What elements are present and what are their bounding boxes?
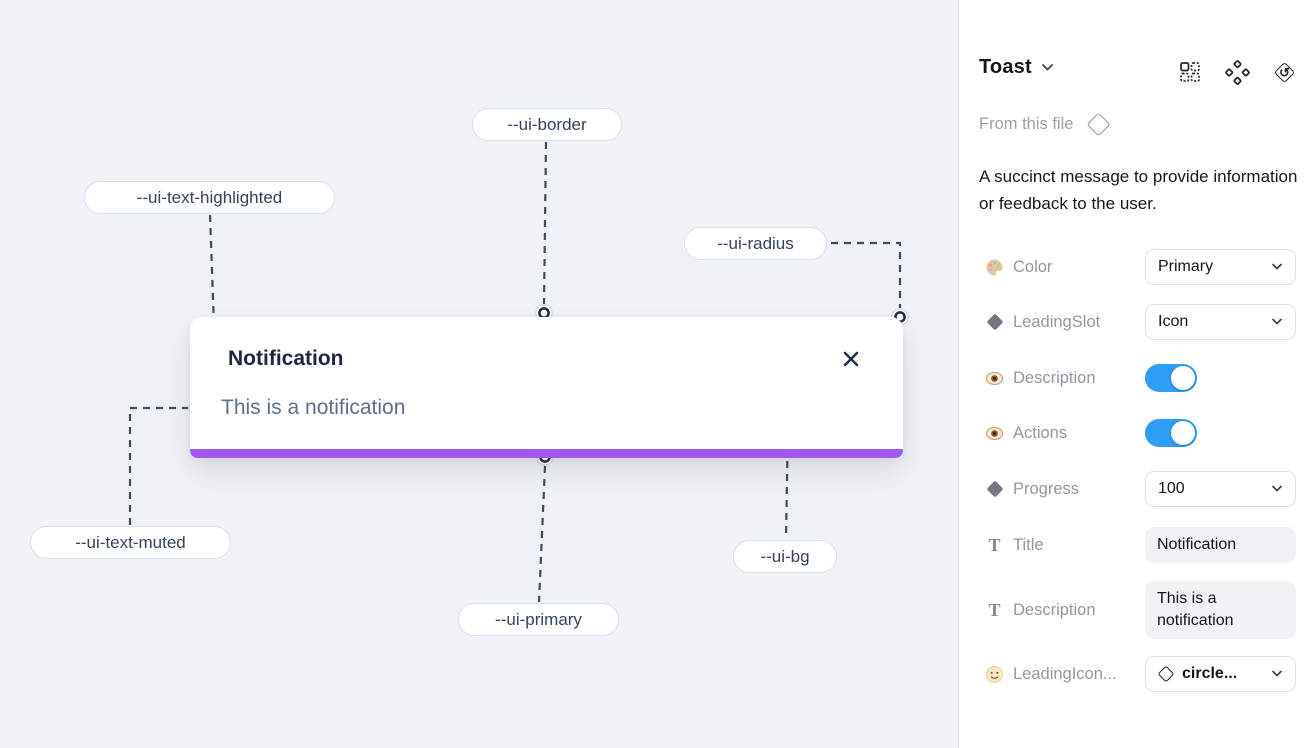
- eye-icon: [985, 369, 1004, 388]
- prop-label-title: Title: [1013, 535, 1044, 554]
- toggle-knob: [1171, 421, 1195, 445]
- annotation-ui-text-highlighted[interactable]: --ui-text-highlighted: [84, 181, 335, 214]
- diamond-filled-icon: [985, 480, 1004, 499]
- progress-select-value: 100: [1158, 480, 1185, 497]
- annotation-ui-radius[interactable]: --ui-radius: [684, 227, 827, 260]
- prop-row-title: T Title Notification: [985, 527, 1296, 563]
- chevron-down-icon: [1272, 485, 1282, 492]
- title-input[interactable]: Notification: [1145, 527, 1296, 563]
- color-select[interactable]: Primary: [1145, 249, 1296, 285]
- design-canvas[interactable]: Notification This is a notification --ui…: [0, 0, 958, 748]
- prop-row-description-text: T Description This is a notification: [985, 581, 1296, 639]
- chevron-down-icon: [1272, 318, 1282, 325]
- leadingslot-select[interactable]: Icon: [1145, 304, 1296, 340]
- progress-select[interactable]: 100: [1145, 471, 1296, 507]
- chevron-down-icon: [1272, 263, 1282, 270]
- prop-row-actions-toggle: Actions: [985, 415, 1296, 451]
- eye-icon: [985, 424, 1004, 443]
- properties-panel: Toast ↺ From this file: [958, 0, 1312, 748]
- diamond-outline-icon: [1086, 112, 1111, 137]
- annotation-ui-bg[interactable]: --ui-bg: [733, 540, 837, 573]
- diamond-outline-icon: [1157, 665, 1175, 683]
- annotation-ui-primary[interactable]: --ui-primary: [458, 603, 619, 636]
- close-icon: [843, 351, 859, 367]
- component-header[interactable]: Toast: [979, 56, 1054, 79]
- prop-row-leadingslot: LeadingSlot Icon: [985, 304, 1296, 340]
- leadingslot-select-value: Icon: [1158, 313, 1189, 330]
- prop-label-progress: Progress: [1013, 479, 1080, 498]
- prop-label-description-text: Description: [1013, 600, 1096, 619]
- toast-component[interactable]: Notification This is a notification: [190, 317, 903, 458]
- description-input[interactable]: This is a notification: [1145, 581, 1296, 639]
- go-to-main-component-icon[interactable]: ↺: [1271, 59, 1297, 85]
- close-button[interactable]: [839, 347, 863, 371]
- text-type-icon: T: [988, 535, 1001, 555]
- leadingicon-select[interactable]: circle...: [1145, 656, 1296, 692]
- prop-label-actions: Actions: [1013, 423, 1068, 442]
- leadingicon-select-value: circle...: [1182, 665, 1238, 682]
- source-row: From this file: [979, 112, 1111, 137]
- prop-label-leadingslot: LeadingSlot: [1013, 312, 1101, 331]
- source-label: From this file: [979, 115, 1074, 133]
- chevron-down-icon: [1041, 64, 1053, 71]
- prop-row-color: Color Primary: [985, 249, 1296, 285]
- prop-label-color: Color: [1013, 257, 1053, 276]
- annotation-ui-border[interactable]: --ui-border: [472, 108, 622, 141]
- instance-grid-icon[interactable]: [1177, 59, 1203, 85]
- toast-progress-bar: [190, 449, 903, 458]
- component-description: A succinct message to provide informatio…: [979, 167, 1298, 213]
- chevron-down-icon: [1272, 670, 1282, 677]
- color-select-value: Primary: [1158, 258, 1214, 275]
- prop-label-description: Description: [1013, 368, 1096, 387]
- smiley-icon: [985, 665, 1004, 684]
- component-icon[interactable]: [1224, 59, 1250, 85]
- prop-row-description-toggle: Description: [985, 360, 1296, 396]
- toggle-knob: [1171, 366, 1195, 390]
- text-type-icon: T: [988, 600, 1001, 620]
- prop-row-leadingicon: LeadingIcon... circle...: [985, 656, 1296, 692]
- prop-label-leadingicon: LeadingIcon...: [1013, 664, 1117, 683]
- toast-description: This is a notification: [221, 396, 406, 419]
- description-toggle[interactable]: [1145, 364, 1197, 392]
- toast-title: Notification: [228, 347, 344, 370]
- actions-toggle[interactable]: [1145, 419, 1197, 447]
- diamond-filled-icon: [985, 313, 1004, 332]
- palette-icon: [985, 258, 1004, 277]
- component-title: Toast: [979, 56, 1032, 78]
- prop-row-progress: Progress 100: [985, 471, 1296, 507]
- annotation-ui-text-muted[interactable]: --ui-text-muted: [30, 526, 231, 559]
